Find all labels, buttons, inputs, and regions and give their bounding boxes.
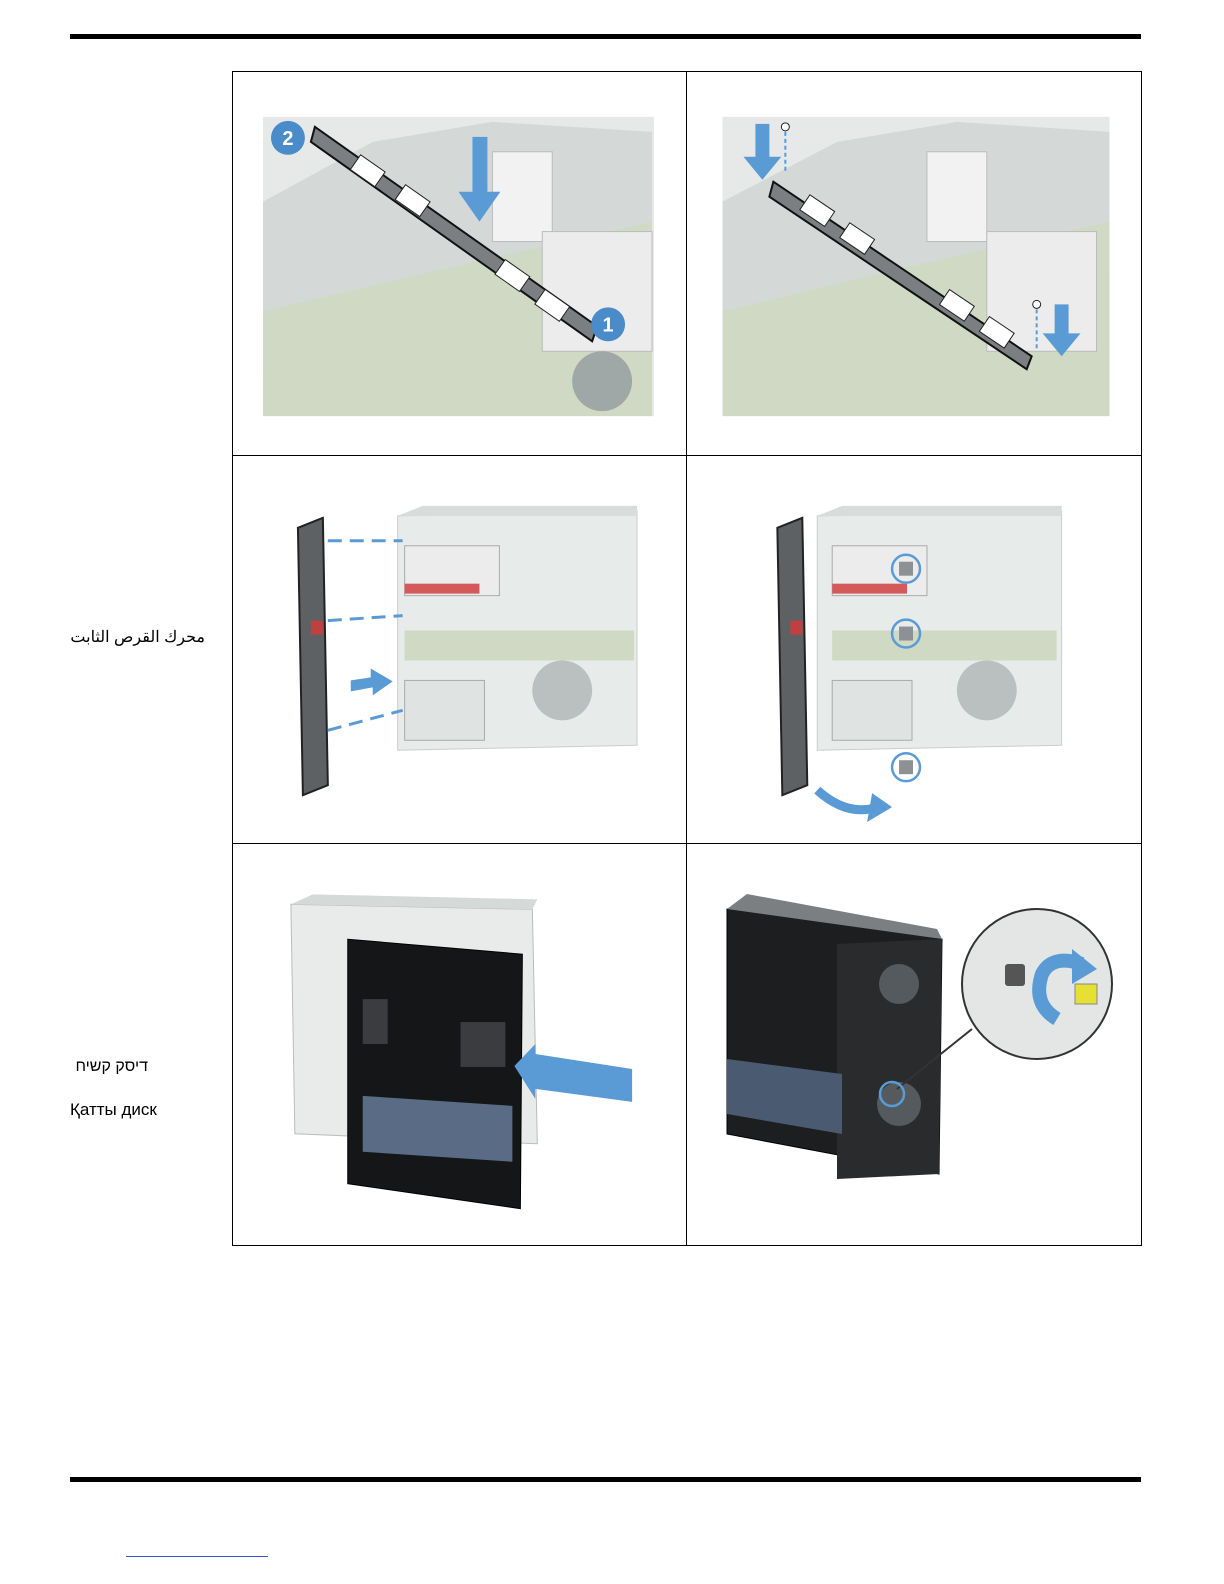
header-rule [70, 34, 1141, 39]
figure-side-panel [233, 844, 687, 1245]
label-hebrew: דיסק קשיח [70, 1058, 148, 1076]
figure-bracket-insert: 2 1 [233, 72, 687, 456]
footer-link-underline[interactable] [126, 1556, 268, 1557]
bracket-insert-illustration: 2 1 [233, 72, 686, 455]
screw-icon [781, 123, 789, 131]
bezel-close-illustration [687, 456, 1141, 843]
label-kazakh: Қатты диск [70, 1100, 157, 1120]
footer-rule [70, 1477, 1141, 1482]
figure-bracket-screws [687, 72, 1141, 456]
step-marker-2-text: 2 [282, 128, 293, 150]
side-panel-illustration [233, 844, 686, 1245]
figure-bezel-align [233, 456, 687, 844]
left-arrow-icon [514, 1044, 632, 1102]
bezel-align-illustration [233, 456, 686, 843]
curved-arrow-icon [817, 790, 877, 810]
step-marker-1-text: 1 [603, 314, 614, 336]
thumbscrew-illustration [687, 844, 1141, 1245]
screw-icon [1033, 300, 1041, 308]
bracket-screws-illustration [687, 72, 1141, 455]
figure-thumbscrew [687, 844, 1141, 1245]
figure-bezel-close [687, 456, 1141, 844]
figure-grid: 2 1 [232, 71, 1142, 1246]
label-arabic: محرك القرص الثابت [70, 627, 205, 647]
right-arrow-icon [351, 668, 393, 695]
